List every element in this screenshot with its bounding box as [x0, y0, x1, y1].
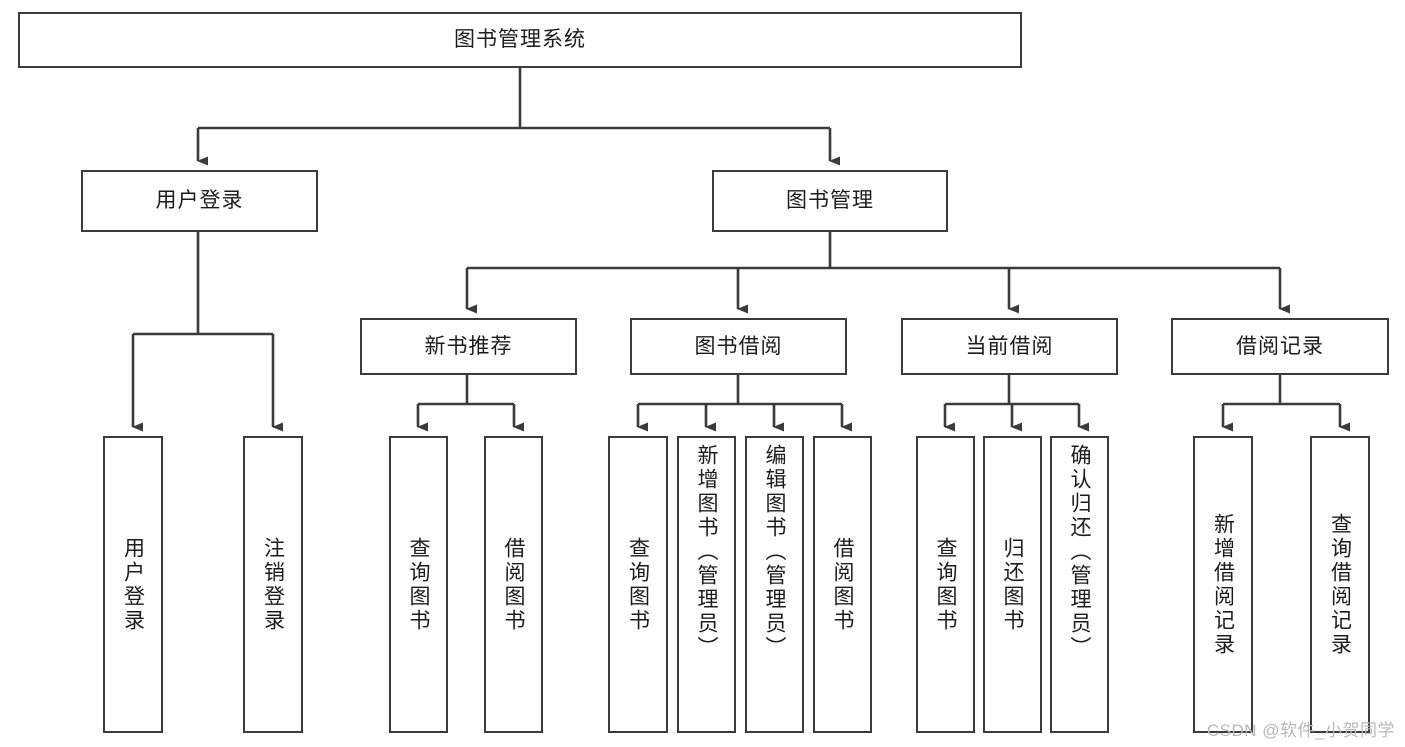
node-root[interactable]: 图书管理系统 [18, 12, 1022, 68]
node-current-borrow-label: 当前借阅 [965, 334, 1054, 358]
node-leaf-query-book-2[interactable]: 查询图书 [608, 436, 668, 733]
node-root-label: 图书管理系统 [454, 28, 586, 52]
node-leaf-query-book-1-label: 查询图书 [407, 536, 430, 633]
node-leaf-query-book-3-label: 查询图书 [934, 536, 957, 633]
node-leaf-add-book-label: 新增图书（管理员） [695, 444, 718, 660]
node-leaf-confirm-return-label: 确认归还（管理员） [1068, 444, 1091, 660]
node-current-borrow[interactable]: 当前借阅 [901, 318, 1118, 375]
node-book-management[interactable]: 图书管理 [712, 170, 948, 232]
node-leaf-logout[interactable]: 注销登录 [243, 436, 303, 733]
node-book-borrow-label: 图书借阅 [694, 334, 783, 358]
node-leaf-query-book-3[interactable]: 查询图书 [916, 436, 975, 733]
node-leaf-query-record-label: 查询借阅记录 [1328, 512, 1352, 657]
node-leaf-query-book-2-label: 查询图书 [626, 536, 650, 633]
node-leaf-borrow-book-2-label: 借阅图书 [831, 536, 854, 633]
node-leaf-add-record-label: 新增借阅记录 [1211, 512, 1235, 657]
node-leaf-borrow-book-1-label: 借阅图书 [502, 536, 525, 633]
node-user-login[interactable]: 用户登录 [81, 170, 318, 232]
node-leaf-edit-book-label: 编辑图书（管理员） [763, 444, 786, 660]
node-borrow-record[interactable]: 借阅记录 [1171, 318, 1389, 375]
node-leaf-return-book-label: 归还图书 [1001, 536, 1024, 633]
node-leaf-user-login-label: 用户登录 [121, 536, 145, 633]
node-leaf-borrow-book-1[interactable]: 借阅图书 [484, 436, 543, 733]
node-leaf-logout-label: 注销登录 [261, 536, 285, 633]
node-book-management-label: 图书管理 [786, 189, 874, 213]
node-user-login-label: 用户登录 [155, 189, 244, 213]
node-leaf-add-book[interactable]: 新增图书（管理员） [677, 436, 736, 733]
node-leaf-query-record[interactable]: 查询借阅记录 [1310, 436, 1370, 733]
node-borrow-record-label: 借阅记录 [1236, 334, 1324, 358]
node-leaf-edit-book[interactable]: 编辑图书（管理员） [745, 436, 804, 733]
node-leaf-add-record[interactable]: 新增借阅记录 [1193, 436, 1253, 733]
node-leaf-return-book[interactable]: 归还图书 [983, 436, 1042, 733]
node-new-book-recommend[interactable]: 新书推荐 [360, 318, 577, 375]
node-leaf-query-book-1[interactable]: 查询图书 [389, 436, 448, 733]
node-leaf-confirm-return[interactable]: 确认归还（管理员） [1050, 436, 1109, 733]
node-leaf-borrow-book-2[interactable]: 借阅图书 [813, 436, 872, 733]
node-new-book-recommend-label: 新书推荐 [424, 334, 513, 358]
node-book-borrow[interactable]: 图书借阅 [630, 318, 847, 375]
csdn-watermark: CSDN @软件_小贺同学 [1206, 721, 1395, 740]
node-leaf-user-login[interactable]: 用户登录 [103, 436, 163, 733]
